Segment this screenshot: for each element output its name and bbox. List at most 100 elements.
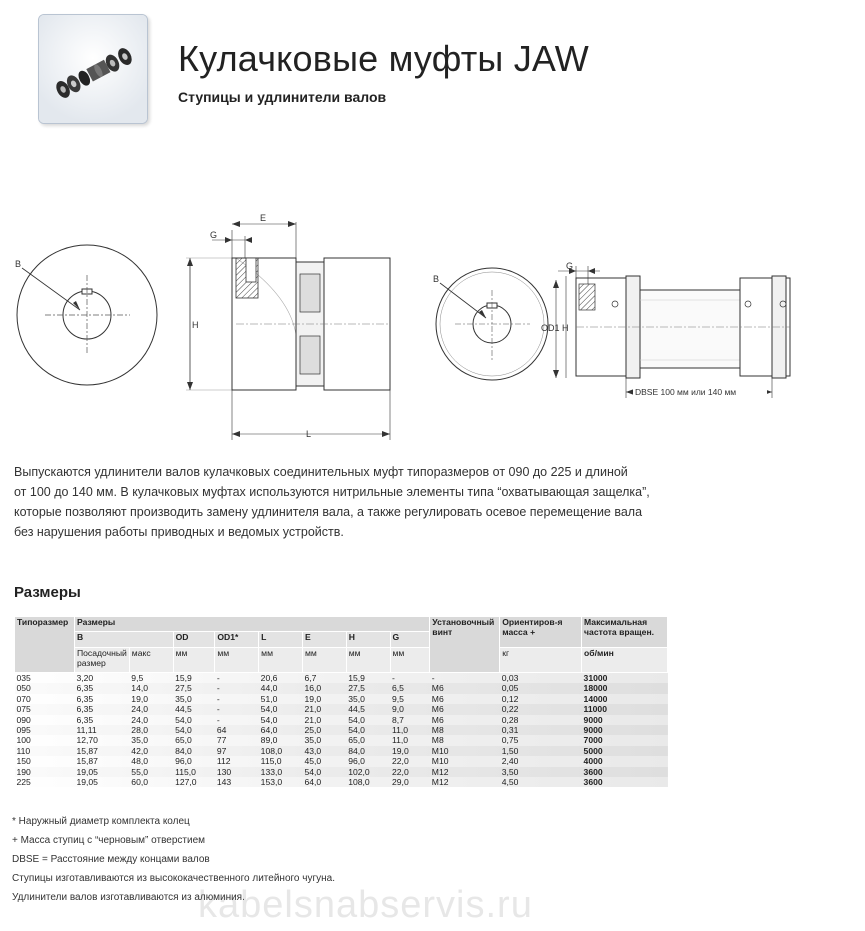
unit-h: мм — [345, 647, 391, 673]
spacer-side-view — [553, 266, 791, 398]
table-cell: 6,35 — [76, 683, 94, 694]
header-g: G — [389, 631, 431, 648]
table-cell: - — [431, 673, 435, 683]
watermark: kabelsnabservis.ru — [198, 884, 533, 926]
table-cell: 35,0 — [131, 735, 149, 746]
table-cell: 8,7 — [392, 714, 404, 725]
table-cell: 19,0 — [131, 693, 149, 704]
header-h: H — [345, 631, 391, 648]
table-cell: - — [216, 693, 220, 704]
table-cell: 112 — [216, 756, 231, 767]
table-cell: 15,87 — [76, 745, 98, 756]
table-cell: 108,0 — [348, 777, 370, 788]
label-g: G — [210, 230, 217, 240]
table-cell: M10 — [431, 756, 449, 767]
table-cell: 42,0 — [131, 745, 149, 756]
table-cell: 21,0 — [304, 714, 322, 725]
table-cell: 84,0 — [348, 745, 365, 756]
table-cell: 0,22 — [501, 704, 519, 715]
unit-od1: мм — [214, 647, 260, 673]
table-cell: 14,0 — [131, 683, 149, 694]
dimensions-table: Типоразмер Размеры Установочный винт Ори… — [14, 616, 668, 788]
table-cell: 11,0 — [392, 735, 409, 746]
table-cell: 2,40 — [501, 756, 519, 767]
table-cell: 54,0 — [175, 714, 192, 725]
table-cell: 127,0 — [175, 777, 197, 788]
table-cell: 29,0 — [392, 777, 409, 788]
table-cell: 64,0 — [260, 725, 278, 736]
table-cell: 84,0 — [175, 745, 192, 756]
footnotes: * Наружный диаметр комплекта колец + Мас… — [12, 812, 335, 907]
table-cell: 035 — [16, 673, 31, 683]
table-cell: 89,0 — [260, 735, 278, 746]
spacer-front-view — [435, 267, 549, 381]
table-cell: 54,0 — [304, 766, 322, 777]
table-cell: 7000 — [583, 735, 603, 746]
table-cell: 20,6 — [260, 673, 278, 683]
table-cell: M12 — [431, 777, 449, 788]
table-cell: 190 — [16, 766, 31, 777]
coupling-parts-icon — [39, 15, 147, 123]
table-cell: 15,9 — [175, 673, 192, 683]
table-cell: 070 — [16, 693, 31, 704]
table-cell: M10 — [431, 745, 449, 756]
table-cell: 27,5 — [175, 683, 192, 694]
table-cell: 108,0 — [260, 745, 283, 756]
table-cell: 3600 — [583, 777, 603, 788]
header-size: Типоразмер — [14, 616, 75, 673]
table-cell: 54,0 — [260, 704, 278, 715]
table-cell: 9000 — [583, 725, 603, 736]
table-cell: 11000 — [583, 704, 607, 715]
label-b2: B — [433, 274, 439, 284]
table-cell: 095 — [16, 725, 31, 736]
table-cell: 77 — [216, 735, 227, 746]
table-cell: 110 — [16, 745, 31, 756]
table-cell: 15,9 — [348, 673, 365, 683]
table-cell: 54,0 — [260, 714, 278, 725]
table-cell: 16,0 — [304, 683, 322, 694]
table-cell: 48,0 — [131, 756, 149, 767]
label-od1-h: OD1 H — [541, 323, 569, 333]
table-cell: 5000 — [583, 745, 603, 756]
table-cell: 115,0 — [260, 756, 282, 767]
table-cell: 54,0 — [175, 725, 192, 736]
table-cell: M6 — [431, 714, 444, 725]
table-cell: 3600 — [583, 766, 603, 777]
table-cell: 0,12 — [501, 693, 519, 704]
header-mass-line1: Ориентиров-я — [502, 617, 563, 627]
table-cell: 64 — [216, 725, 227, 736]
table-cell: M6 — [431, 704, 444, 715]
table-cell: - — [392, 673, 395, 683]
table-cell: - — [216, 714, 220, 725]
label-l: L — [306, 429, 311, 439]
header-dimensions: Размеры — [73, 616, 431, 632]
table-cell: - — [216, 683, 220, 694]
table-cell: 6,35 — [76, 693, 94, 704]
table-cell: 54,0 — [348, 714, 365, 725]
label-h: H — [192, 320, 199, 330]
table-cell: 0,75 — [501, 735, 519, 746]
header-e: E — [301, 631, 347, 648]
unit-e: мм — [301, 647, 347, 673]
header-screw-line1: Установочный — [432, 617, 495, 627]
page-title: Кулачковые муфты JAW — [178, 38, 589, 79]
table-cell: 44,5 — [348, 704, 365, 715]
hub-side-view — [186, 221, 391, 440]
header-speed-line1: Максимальная — [584, 617, 648, 627]
table-cell: 64,0 — [304, 777, 322, 788]
table-cell: 102,0 — [348, 766, 370, 777]
unit-b-max: макс — [128, 647, 174, 673]
table-cell: 075 — [16, 704, 31, 715]
unit-speed: об/мин — [581, 647, 668, 673]
table-cell: 130 — [216, 766, 232, 777]
table-cell: 143 — [216, 777, 232, 788]
table-cell: 4,50 — [501, 777, 519, 788]
